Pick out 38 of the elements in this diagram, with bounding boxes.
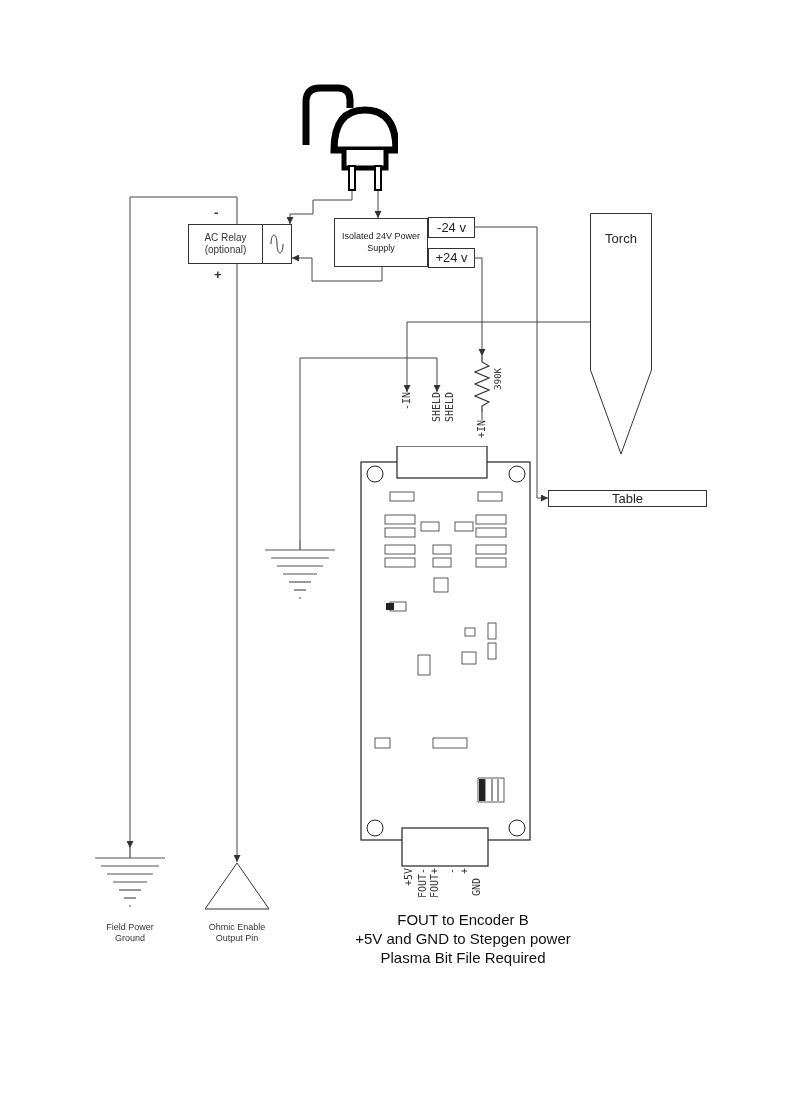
connector-arrow <box>286 189 353 225</box>
connector-arrow <box>233 263 241 863</box>
pin-label: -IN <box>402 392 412 411</box>
torch-label: Torch <box>605 230 637 248</box>
pin-label: SHELD <box>445 392 455 423</box>
connector-arrow <box>403 321 591 393</box>
box-label: Isolated 24V Power Supply <box>340 231 421 254</box>
pin-label: FOUT+ <box>430 868 440 899</box>
relay-label: AC Relay (optional) <box>203 231 248 257</box>
pin-label: +5V <box>404 868 414 887</box>
resistor-value: 390K <box>494 368 503 390</box>
connector-arrow <box>474 226 549 502</box>
note-text: FOUT to Encoder B <box>397 912 529 927</box>
pin-label: SHELD <box>432 392 442 423</box>
connector-arrow <box>474 257 486 357</box>
polarity-sign: - <box>214 206 219 219</box>
box-label: Table <box>611 489 644 508</box>
connector-arrow <box>126 196 238 849</box>
pin-label: FOUT- <box>418 868 428 899</box>
note-text: Plasma Bit File Required <box>380 950 546 965</box>
box-label: +24 v <box>435 249 468 268</box>
connector-arrow <box>374 189 382 219</box>
pin-label: GND <box>472 878 482 897</box>
symbol-caption: Ohmic Enable Output Pin <box>207 922 267 945</box>
label-box <box>428 217 475 238</box>
pin-label: +IN <box>477 420 487 439</box>
label-box <box>428 248 475 268</box>
pin-label: - <box>447 868 457 875</box>
polarity-sign: + <box>214 268 222 281</box>
relay-box <box>188 224 292 264</box>
connector-arrow <box>291 254 383 282</box>
symbol-caption: Field Power Ground <box>105 922 155 945</box>
connector-arrow <box>299 357 441 541</box>
pin-label: + <box>460 868 470 875</box>
label-box <box>334 218 428 267</box>
box-label: -24 v <box>437 218 466 237</box>
label-box <box>548 490 707 507</box>
note-text: +5V and GND to Stepgen power <box>355 931 571 946</box>
